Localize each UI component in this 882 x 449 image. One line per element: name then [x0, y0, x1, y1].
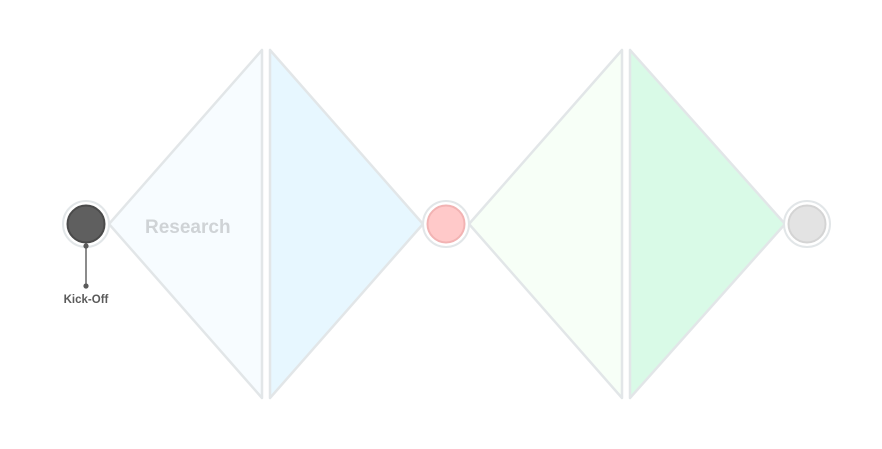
milestone-kick-off-node[interactable]	[66, 204, 106, 244]
milestone-kick-off[interactable]: Kick-Off	[62, 200, 110, 306]
milestone-kick-off-connector-top-dot	[83, 243, 89, 249]
phase-research: Research	[107, 48, 425, 400]
milestone-two[interactable]	[422, 200, 470, 248]
milestone-three[interactable]	[783, 200, 831, 248]
milestone-kick-off-label: Kick-Off	[64, 294, 109, 306]
phase-research-label: Research	[145, 217, 231, 238]
milestone-kick-off-connector-bottom-dot	[83, 283, 89, 289]
phase-research-right-half	[268, 48, 425, 400]
phase-two	[467, 48, 787, 400]
phase-research-left-half	[107, 48, 264, 400]
phase-two-left-half	[467, 48, 624, 400]
phase-two-right-half	[628, 48, 787, 400]
milestone-two-node[interactable]	[426, 204, 466, 244]
milestone-three-node[interactable]	[787, 204, 827, 244]
